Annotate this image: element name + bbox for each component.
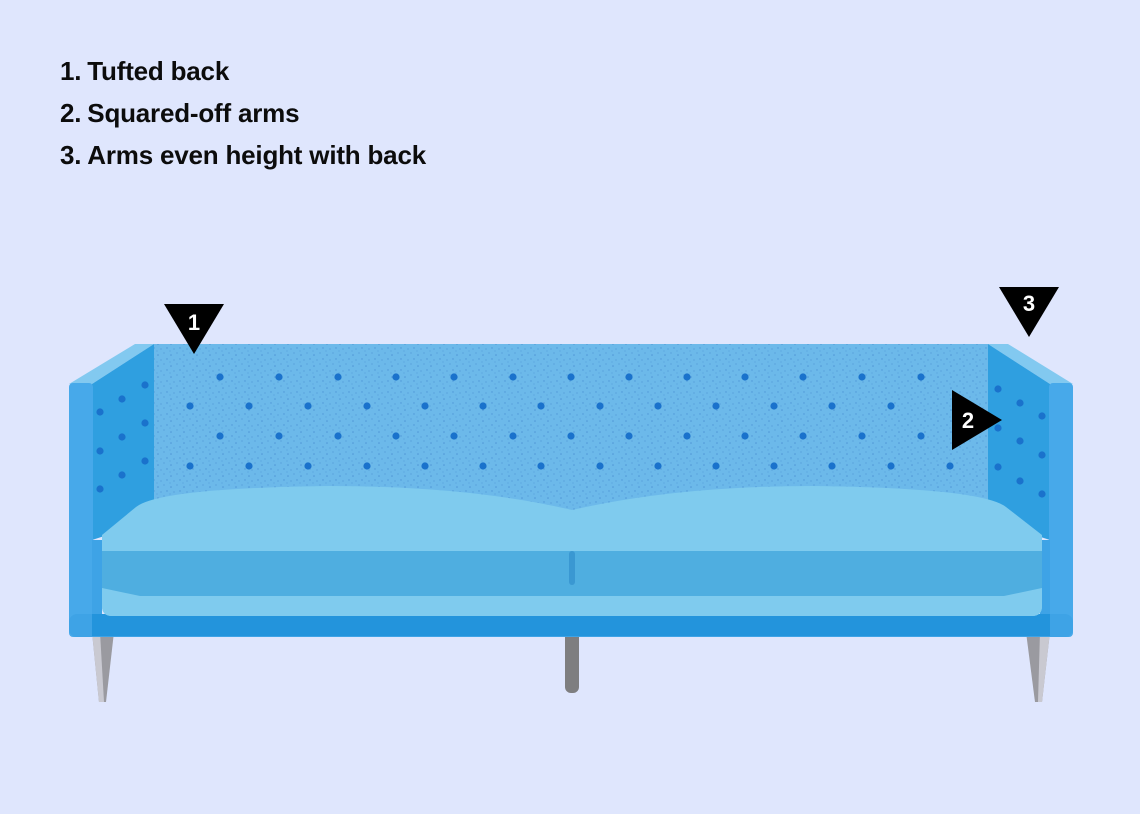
sofa-seat-base xyxy=(69,540,1073,637)
tuft-button xyxy=(537,462,545,470)
tuft-button xyxy=(712,462,720,470)
tuft-button xyxy=(186,462,194,470)
tuft-button xyxy=(567,373,575,381)
tuft-button xyxy=(596,462,604,470)
tuft-button xyxy=(741,432,749,440)
tufted-buttons xyxy=(186,373,954,470)
tuft-button xyxy=(479,462,487,470)
tuft-button xyxy=(828,462,836,470)
tuft-button xyxy=(596,402,604,410)
tuft-button xyxy=(1038,451,1046,459)
sofa-arm-left xyxy=(69,344,154,637)
tuft-button xyxy=(887,402,895,410)
tuft-button xyxy=(625,373,633,381)
tuft-button xyxy=(858,432,866,440)
tuft-button xyxy=(917,373,925,381)
tuft-button xyxy=(216,432,224,440)
tuft-button xyxy=(537,402,545,410)
leg-center xyxy=(565,630,579,693)
tuft-button xyxy=(828,402,836,410)
tuft-button xyxy=(141,457,149,465)
sofa-legs xyxy=(92,630,1050,702)
tuft-button xyxy=(946,462,954,470)
marker-label: 3 xyxy=(1023,291,1035,316)
legend-number: 2. xyxy=(60,98,82,128)
tuft-button xyxy=(96,408,104,416)
tuft-button xyxy=(799,432,807,440)
legend-label: Arms even height with back xyxy=(87,140,426,170)
marker-label: 2 xyxy=(962,408,974,433)
tuft-button xyxy=(509,432,517,440)
tuft-button xyxy=(994,463,1002,471)
tuft-button xyxy=(216,373,224,381)
tuft-button xyxy=(654,402,662,410)
tuft-button xyxy=(799,373,807,381)
tuft-button xyxy=(118,395,126,403)
tuft-button xyxy=(275,373,283,381)
sofa-arm-right xyxy=(988,344,1073,637)
tuft-button xyxy=(421,402,429,410)
tuft-button xyxy=(625,432,633,440)
tuft-button xyxy=(450,432,458,440)
tuft-button xyxy=(683,432,691,440)
tuft-button xyxy=(994,385,1002,393)
tuft-button xyxy=(392,373,400,381)
tuft-button xyxy=(450,373,458,381)
legend-number: 3. xyxy=(60,140,82,170)
legend-item-arms-even-height: 3.Arms even height with back xyxy=(60,136,426,178)
tuft-button xyxy=(712,402,720,410)
tuft-button xyxy=(887,462,895,470)
tuft-button xyxy=(421,462,429,470)
tuft-button xyxy=(118,433,126,441)
tuft-button xyxy=(96,485,104,493)
tuft-button xyxy=(141,381,149,389)
tuft-button xyxy=(304,402,312,410)
tuft-button xyxy=(186,402,194,410)
seat-cushion-right xyxy=(569,486,1042,616)
tuft-button xyxy=(363,462,371,470)
tuft-button xyxy=(1016,399,1024,407)
tuft-button xyxy=(479,402,487,410)
tuft-button xyxy=(1038,490,1046,498)
tuft-button xyxy=(245,402,253,410)
arm-buttons-right xyxy=(994,385,1046,498)
tuft-button xyxy=(567,432,575,440)
tuft-button xyxy=(858,373,866,381)
tuft-button xyxy=(683,373,691,381)
marker-label: 1 xyxy=(188,310,200,335)
legend-number: 1. xyxy=(60,56,82,86)
tuft-button xyxy=(334,373,342,381)
tuft-button xyxy=(392,432,400,440)
feature-list: 1.Tufted back 2.Squared-off arms 3.Arms … xyxy=(60,52,426,178)
tuft-button xyxy=(304,462,312,470)
tuft-button xyxy=(1016,437,1024,445)
legend-item-tufted-back: 1.Tufted back xyxy=(60,52,426,94)
tuft-button xyxy=(770,462,778,470)
tuft-button xyxy=(917,432,925,440)
tuft-button xyxy=(1016,477,1024,485)
arm-buttons-left xyxy=(96,381,149,493)
seat-cushion-left xyxy=(102,486,572,616)
tuft-button xyxy=(741,373,749,381)
legend-label: Squared-off arms xyxy=(87,98,300,128)
marker-3: 3 xyxy=(999,287,1059,337)
tuft-button xyxy=(96,447,104,455)
tuft-button xyxy=(245,462,253,470)
tuft-button xyxy=(118,471,126,479)
marker-2: 2 xyxy=(952,390,1002,450)
tuft-button xyxy=(141,419,149,427)
tuft-button xyxy=(994,424,1002,432)
marker-1: 1 xyxy=(164,304,224,354)
legend-label: Tufted back xyxy=(87,56,230,86)
tuft-button xyxy=(275,432,283,440)
tuft-button xyxy=(363,402,371,410)
tuft-button xyxy=(334,432,342,440)
tuft-button xyxy=(654,462,662,470)
tuft-button xyxy=(1038,412,1046,420)
legend-item-squared-off-arms: 2.Squared-off arms xyxy=(60,94,426,136)
tuft-button xyxy=(770,402,778,410)
tuft-button xyxy=(509,373,517,381)
